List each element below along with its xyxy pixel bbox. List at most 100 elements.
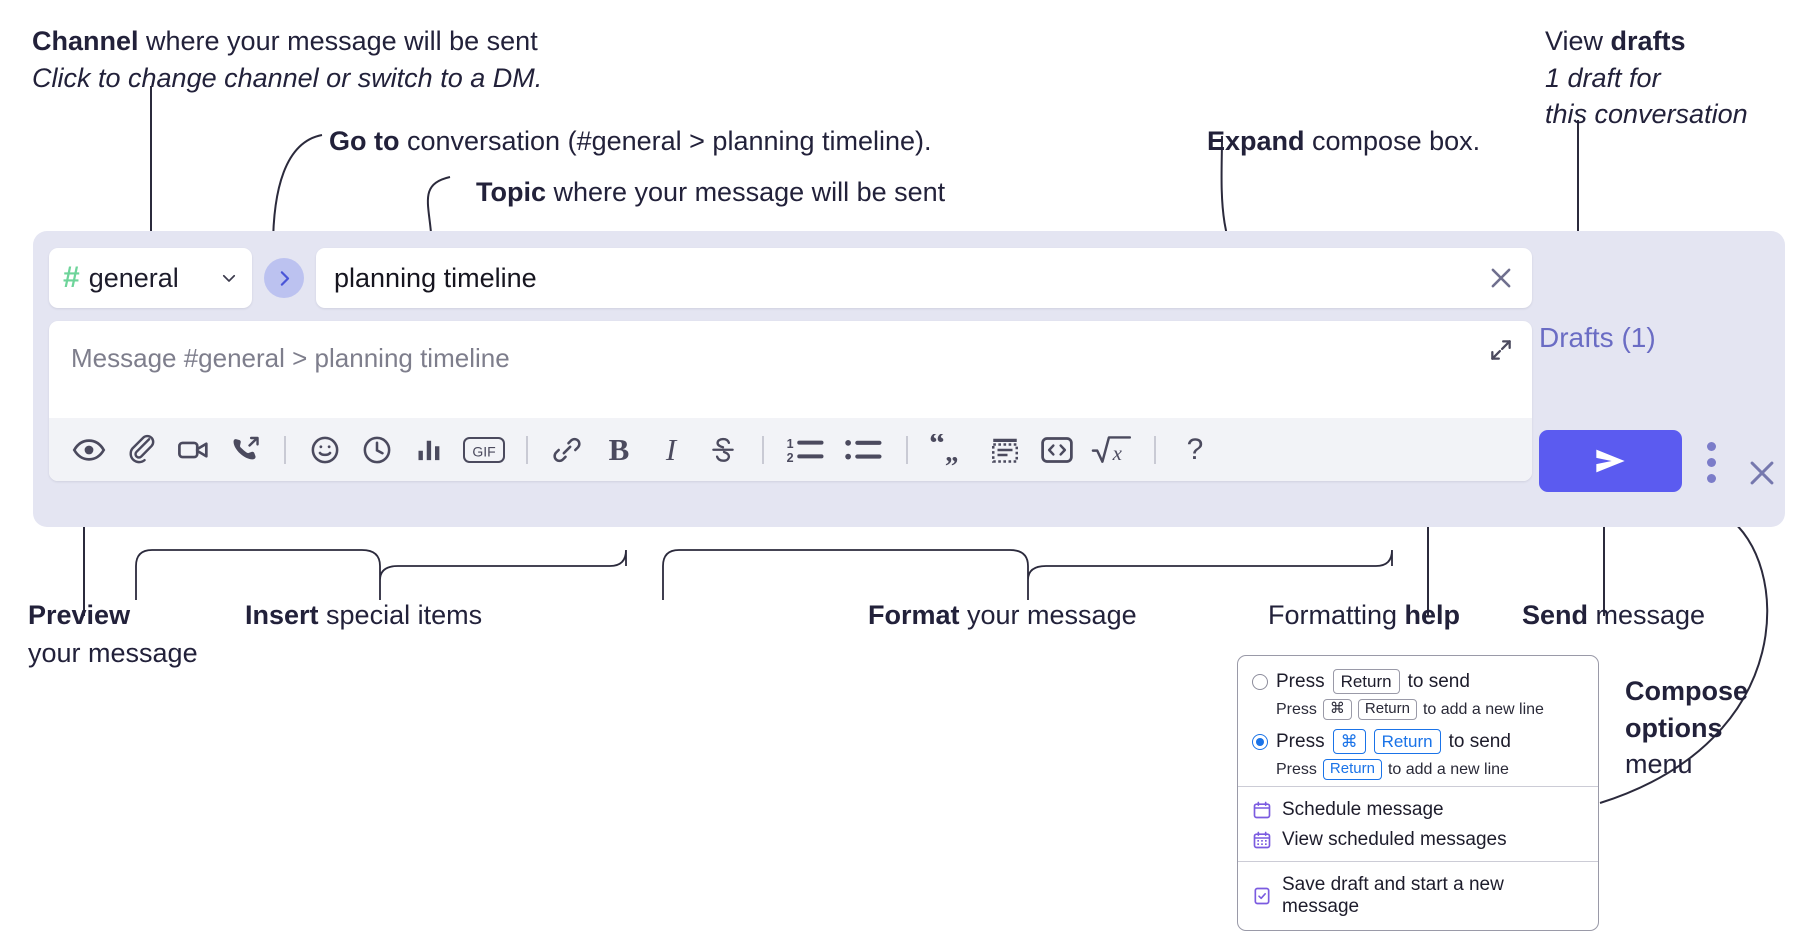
- annotation-channel-rest: where your message will be sent: [138, 26, 538, 56]
- annotation-send-bold: Send: [1522, 600, 1589, 630]
- annotation-preview-line2: your message: [28, 637, 198, 668]
- ordered-list-icon: 1 2: [787, 437, 824, 464]
- menu-divider: [1238, 861, 1598, 862]
- annotation-format: Format your message: [868, 598, 1137, 633]
- channel-selector[interactable]: # general: [49, 248, 252, 308]
- italic-button[interactable]: I: [645, 427, 697, 473]
- close-compose-button[interactable]: [1745, 456, 1779, 495]
- reminder-button[interactable]: [351, 427, 403, 473]
- annotation-insert-bold: Insert: [245, 600, 319, 630]
- menu-item-label: Schedule message: [1282, 799, 1444, 820]
- expand-icon: [1491, 340, 1511, 360]
- message-placeholder: Message #general > planning timeline: [71, 343, 510, 373]
- gif-button[interactable]: GIF: [455, 427, 513, 473]
- record-video-button[interactable]: [167, 427, 219, 473]
- key-return: Return: [1357, 699, 1417, 720]
- strikethrough-button[interactable]: [697, 427, 749, 473]
- annotation-formatting-help: Formatting help: [1268, 598, 1460, 633]
- link-button[interactable]: [541, 427, 593, 473]
- radio-return[interactable]: [1252, 673, 1268, 690]
- annotation-compose-rest: menu: [1625, 749, 1693, 780]
- goto-conversation-button[interactable]: [264, 258, 304, 298]
- annotation-goto: Go to conversation (#general > planning …: [329, 124, 932, 159]
- bold-button[interactable]: B: [593, 427, 645, 473]
- annotation-expand-rest: compose box.: [1304, 126, 1481, 156]
- annotation-channel-bold: Channel: [32, 26, 139, 56]
- annotation-insert: Insert special items: [245, 598, 482, 633]
- code-block-icon: [991, 438, 1018, 463]
- menu-item-label: View scheduled messages: [1282, 829, 1507, 850]
- svg-text:„: „: [945, 437, 959, 466]
- strikethrough-icon: [712, 437, 734, 462]
- preview-button[interactable]: [63, 427, 115, 473]
- attach-file-button[interactable]: [115, 427, 167, 473]
- annotation-expand: Expand compose box.: [1207, 124, 1480, 159]
- drafts-link[interactable]: Drafts (1): [1539, 322, 1656, 353]
- menu-divider: [1238, 786, 1598, 787]
- toolbar-divider: [526, 435, 528, 464]
- math-button[interactable]: x: [1083, 427, 1141, 473]
- compose-panel: # general planning timeline Messag: [33, 231, 1785, 527]
- code-button[interactable]: [1031, 427, 1083, 473]
- close-icon[interactable]: [1486, 263, 1516, 293]
- topic-field[interactable]: planning timeline: [316, 248, 1532, 308]
- send-option-return[interactable]: Press Return to send Press ⌘ Return to a…: [1238, 666, 1598, 720]
- annotation-drafts-bold: drafts: [1610, 26, 1686, 56]
- annotation-expand-bold: Expand: [1207, 126, 1305, 156]
- annotation-compose-bold2: options: [1625, 712, 1723, 743]
- svg-text:1: 1: [787, 437, 794, 451]
- italic-icon: I: [665, 432, 677, 467]
- bulleted-list-button[interactable]: [835, 427, 893, 473]
- send-button[interactable]: [1539, 430, 1682, 492]
- annotation-help-bold: help: [1404, 600, 1461, 630]
- expand-compose-button[interactable]: [1488, 337, 1514, 368]
- annotation-drafts-lead: View: [1545, 26, 1611, 56]
- annotation-drafts-italic2: this conversation: [1545, 99, 1748, 130]
- option1-sub-press: Press: [1276, 700, 1317, 718]
- paperclip-icon: [129, 434, 155, 463]
- annotation-send-rest: message: [1588, 600, 1706, 630]
- svg-text:“: “: [930, 434, 945, 461]
- annotation-goto-bold: Go to: [329, 126, 400, 156]
- compose-inner: # general planning timeline Messag: [49, 248, 1532, 481]
- document-check-icon: [1254, 887, 1270, 905]
- compose-options-button[interactable]: [1700, 437, 1722, 487]
- annotation-channel-italic: Click to change channel or switch to a D…: [32, 62, 543, 93]
- bold-icon: B: [608, 432, 630, 467]
- menu-item-label: Save draft and start a new message: [1282, 874, 1504, 917]
- clock-icon: [363, 436, 391, 463]
- annotation-compose-bold1: Compose: [1625, 676, 1749, 706]
- menu-item-view-scheduled-messages[interactable]: View scheduled messages: [1238, 825, 1598, 855]
- channel-name: general: [88, 262, 179, 293]
- annotation-topic-rest: where your message will be sent: [546, 177, 946, 207]
- message-input[interactable]: Message #general > planning timeline: [49, 321, 1532, 418]
- formatting-help-button[interactable]: ?: [1169, 427, 1221, 473]
- ordered-list-button[interactable]: 1 2: [777, 427, 835, 473]
- send-option-cmd-return[interactable]: Press ⌘ Return to send Press Return to a…: [1238, 726, 1598, 780]
- menu-item-save-draft[interactable]: Save draft and start a new message: [1238, 870, 1598, 922]
- annotation-format-bold: Format: [868, 600, 960, 630]
- annotation-help-lead: Formatting: [1268, 600, 1405, 630]
- code-block-button[interactable]: [979, 427, 1031, 473]
- menu-item-schedule-message[interactable]: Schedule message: [1238, 795, 1598, 825]
- option1-sub-tail: to add a new line: [1422, 700, 1544, 718]
- question-mark-icon: ?: [1186, 432, 1204, 466]
- key-command: ⌘: [1332, 729, 1366, 755]
- smiley-icon: [311, 436, 339, 463]
- annotation-compose-options: Compose options menu: [1625, 674, 1748, 782]
- record-audio-button[interactable]: [219, 427, 271, 473]
- toolbar-divider: [906, 435, 908, 464]
- calendar-icon: [1253, 801, 1271, 819]
- chevron-right-icon: [280, 270, 289, 286]
- blockquote-button[interactable]: “ „: [921, 427, 979, 473]
- emoji-button[interactable]: [299, 427, 351, 473]
- toolbar-divider: [762, 435, 764, 464]
- radio-cmd-return[interactable]: [1252, 733, 1268, 750]
- poll-button[interactable]: [403, 427, 455, 473]
- close-icon: [1750, 461, 1774, 485]
- key-return: Return: [1332, 669, 1400, 695]
- annotation-send: Send message: [1522, 598, 1705, 633]
- annotation-topic-bold: Topic: [476, 177, 546, 207]
- toolbar-divider: [284, 435, 286, 464]
- annotation-drafts: View drafts 1 draft for this conversatio…: [1545, 24, 1748, 132]
